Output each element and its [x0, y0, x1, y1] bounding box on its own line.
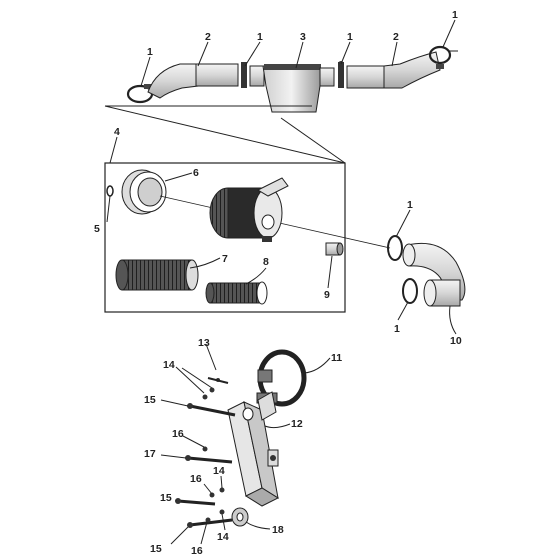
callout-16: 16 — [172, 428, 184, 440]
elbow-hose-left — [147, 63, 239, 99]
callout-1: 1 — [347, 31, 353, 43]
air-filter-cover — [121, 169, 167, 215]
o-ring — [106, 185, 114, 197]
mounting-bracket — [227, 391, 280, 507]
vibration-mount — [231, 507, 249, 527]
callout-15: 15 — [144, 394, 156, 406]
hose-clamp-elbow-upper — [387, 235, 403, 261]
primary-filter-element — [115, 259, 199, 291]
bolt-set-upper — [187, 377, 236, 417]
filter-sleeve — [325, 242, 344, 256]
outlet-elbow — [387, 235, 466, 307]
callout-13: 13 — [198, 337, 210, 349]
callout-2: 2 — [393, 31, 399, 43]
callout-17: 17 — [144, 448, 156, 460]
callout-1: 1 — [394, 323, 400, 335]
callout-3: 3 — [300, 31, 306, 43]
bolt-set-lower — [175, 487, 233, 528]
intake-hose-assembly — [126, 45, 458, 113]
leader-lines — [106, 19, 457, 545]
hose-clamp-elbow-lower — [402, 278, 418, 304]
callout-1: 1 — [452, 9, 458, 21]
callout-5: 5 — [94, 223, 100, 235]
callout-14: 14 — [213, 465, 225, 477]
callout-1: 1 — [257, 31, 263, 43]
callout-1: 1 — [147, 46, 153, 58]
callout-10: 10 — [450, 335, 462, 347]
callout-14: 14 — [163, 359, 175, 371]
callout-16: 16 — [191, 545, 203, 557]
hose-clamp-top-right — [428, 45, 458, 69]
callout-15: 15 — [160, 492, 172, 504]
hose-clamp-mid-left — [241, 62, 247, 88]
hose-clamp-mid-right — [338, 61, 344, 88]
callout-11: 11 — [331, 352, 342, 364]
callout-15: 15 — [150, 543, 162, 555]
callout-2: 2 — [205, 31, 211, 43]
callout-16: 16 — [190, 473, 202, 485]
mounting-bracket-assembly — [175, 349, 307, 528]
projection-line — [104, 105, 346, 164]
elbow-hose-right — [346, 51, 441, 89]
safety-filter-element — [205, 281, 268, 305]
callout-4: 4 — [114, 126, 120, 138]
air-filter-housing — [209, 177, 289, 242]
air-filter-assembly — [106, 169, 391, 305]
callout-1: 1 — [407, 199, 413, 211]
projection-line — [280, 117, 346, 164]
callout-12: 12 — [291, 418, 303, 430]
intake-silencer-body — [249, 64, 335, 113]
callout-7: 7 — [222, 253, 228, 265]
callout-9: 9 — [324, 289, 330, 301]
callout-14: 14 — [217, 531, 229, 543]
bolt-set-middle — [185, 446, 233, 464]
callout-labels: 1 2 1 3 1 2 1 4 5 6 7 8 9 1 1 10 11 12 1… — [94, 9, 462, 557]
hose-clamp-top-left — [126, 84, 154, 104]
callout-18: 18 — [272, 524, 284, 536]
callout-6: 6 — [193, 167, 199, 179]
callout-8: 8 — [263, 256, 269, 268]
